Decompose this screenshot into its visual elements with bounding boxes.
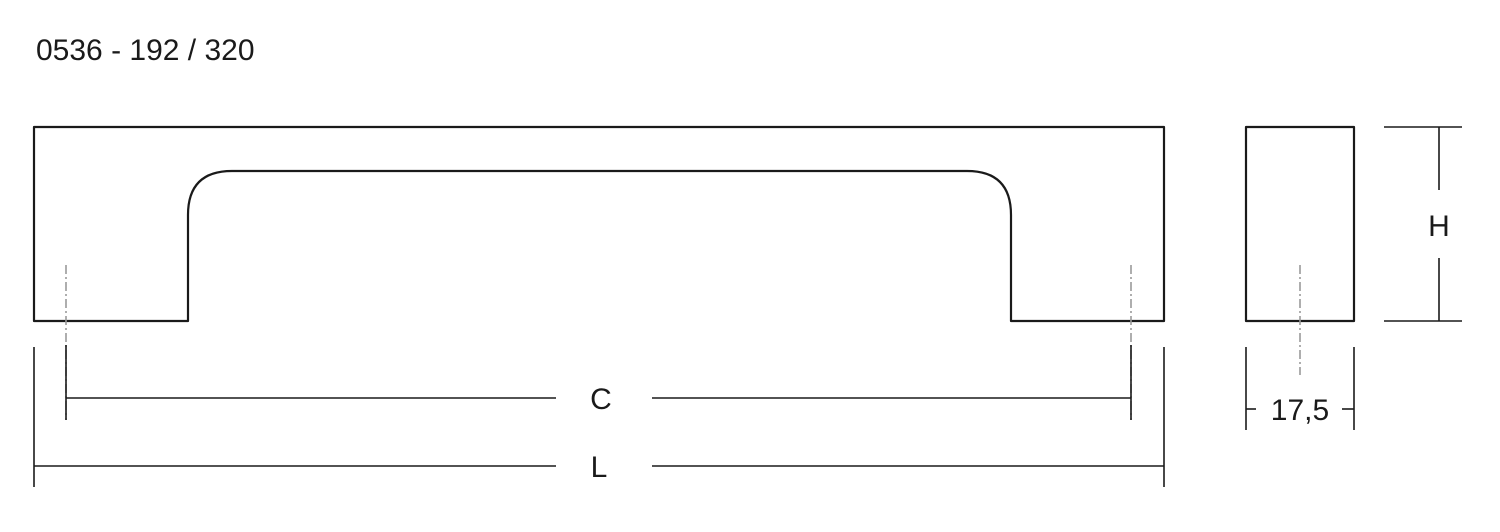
handle-side-outline	[1244, 125, 1356, 323]
dimension-h-label: H	[1428, 210, 1450, 243]
dimension-l: L	[33, 347, 1165, 487]
dimension-c-label: C	[590, 383, 612, 416]
dimension-h: H	[1384, 126, 1462, 322]
dimension-l-label: L	[591, 451, 608, 484]
dimension-width-label: 17,5	[1271, 394, 1329, 427]
handle-front-outline	[32, 125, 1166, 323]
product-code-title: 0536 - 192 / 320	[36, 34, 255, 67]
dimension-c: C	[65, 345, 1132, 420]
dimension-width: 17,5	[1245, 347, 1355, 430]
